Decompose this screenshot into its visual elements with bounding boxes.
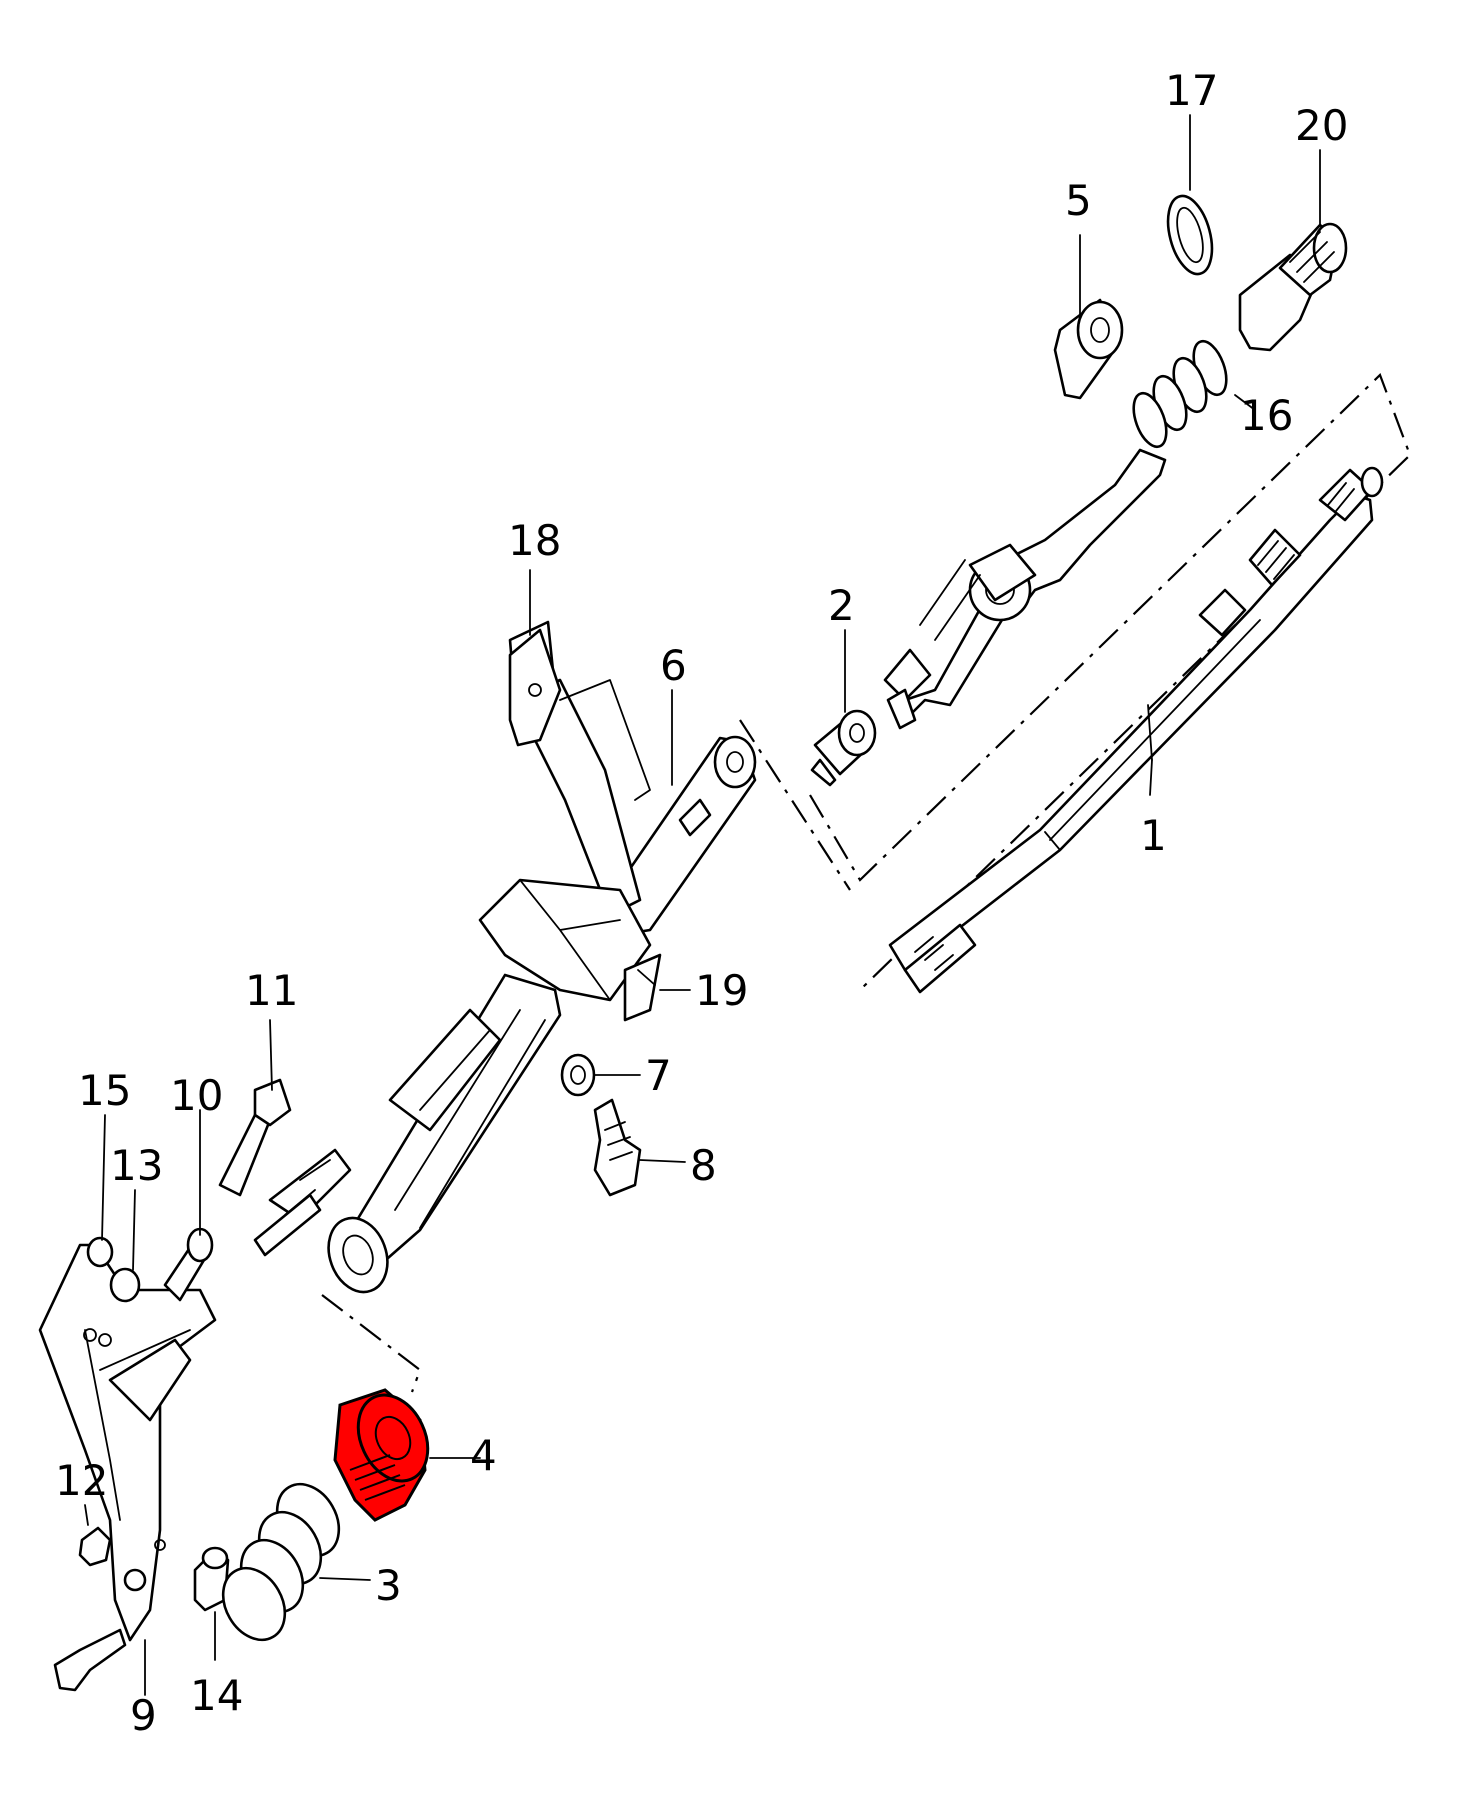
label-part-13: 13 bbox=[110, 1141, 163, 1190]
label-part-18: 18 bbox=[508, 516, 561, 565]
leader-lines bbox=[84, 114, 1321, 1696]
part-2-bushing[interactable] bbox=[810, 709, 877, 787]
label-part-12: 12 bbox=[55, 1456, 108, 1505]
label-part-14: 14 bbox=[190, 1671, 243, 1720]
label-part-15: 15 bbox=[78, 1066, 131, 1115]
part-9-mounting-bracket[interactable] bbox=[38, 1243, 217, 1642]
label-part-3: 3 bbox=[375, 1561, 402, 1610]
part-7-washer[interactable] bbox=[560, 1053, 596, 1097]
label-part-19: 19 bbox=[695, 966, 748, 1015]
part-8-bolt[interactable] bbox=[593, 1098, 642, 1197]
label-part-9: 9 bbox=[130, 1691, 157, 1740]
part-3-spring[interactable] bbox=[211, 1473, 351, 1651]
assembly-boundary-lines bbox=[321, 373, 1412, 1393]
label-part-11: 11 bbox=[245, 966, 298, 1015]
part-17-ring[interactable] bbox=[1160, 191, 1219, 279]
label-part-7: 7 bbox=[645, 1051, 672, 1100]
label-part-5: 5 bbox=[1065, 176, 1092, 225]
label-part-4: 4 bbox=[470, 1431, 497, 1480]
label-part-2: 2 bbox=[828, 581, 855, 630]
label-part-1: 1 bbox=[1140, 811, 1167, 860]
part-5-bushing[interactable] bbox=[1053, 298, 1124, 400]
label-part-20: 20 bbox=[1295, 101, 1348, 150]
part-11-bolt[interactable] bbox=[218, 1078, 292, 1197]
universal-joint-assembly[interactable] bbox=[883, 448, 1167, 730]
part-19-clip[interactable] bbox=[623, 953, 662, 1022]
part-6-column-tube-housing[interactable] bbox=[253, 620, 757, 1300]
part-20-splined-sleeve[interactable] bbox=[1238, 222, 1348, 352]
part-16-spring[interactable] bbox=[1127, 337, 1232, 451]
label-part-8: 8 bbox=[690, 1141, 717, 1190]
label-part-16: 16 bbox=[1240, 391, 1293, 440]
label-part-6: 6 bbox=[660, 641, 687, 690]
part-15-washer[interactable] bbox=[86, 1236, 114, 1268]
part-12-nut[interactable] bbox=[78, 1526, 112, 1567]
part-10-bushing[interactable] bbox=[163, 1227, 214, 1302]
part-labels: 1 2 3 4 5 6 7 8 9 10 11 12 13 14 15 16 1… bbox=[55, 66, 1348, 1740]
label-part-17: 17 bbox=[1165, 66, 1218, 115]
part-13-nut[interactable] bbox=[109, 1267, 141, 1303]
bottom-bolt[interactable] bbox=[53, 1628, 127, 1692]
label-part-10: 10 bbox=[170, 1071, 223, 1120]
part-18-bracket[interactable] bbox=[508, 628, 562, 747]
part-1-steering-shaft[interactable] bbox=[888, 466, 1384, 994]
part-4-highlighted-bushing[interactable] bbox=[333, 1384, 441, 1522]
